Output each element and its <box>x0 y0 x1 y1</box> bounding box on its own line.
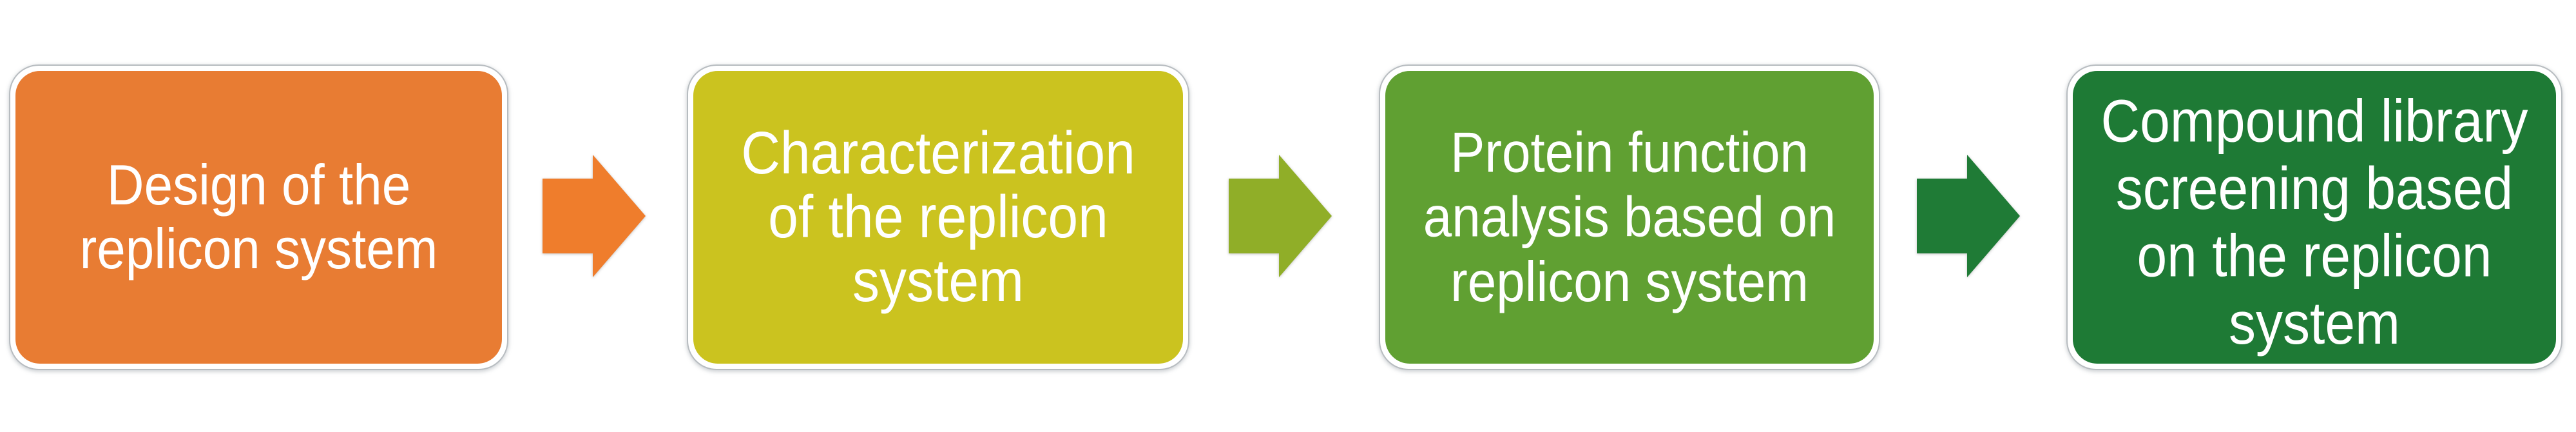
step-box-characterization: Characterization of the replicon system <box>687 64 1189 370</box>
right-arrow-shape-1 <box>543 155 646 277</box>
step-box-protein-function-fill: Protein function analysis based on repli… <box>1385 71 1874 364</box>
step-box-characterization-fill: Characterization of the replicon system <box>693 71 1183 364</box>
step-box-protein-function-label: Protein function analysis based on repli… <box>1423 121 1836 314</box>
step-box-characterization-label: Characterization of the replicon system <box>741 119 1135 314</box>
right-arrow-icon <box>1229 155 1332 277</box>
right-arrow-icon <box>1917 155 2020 277</box>
right-arrow-shape-3 <box>1917 155 2020 277</box>
right-arrow-icon <box>543 155 646 277</box>
step-box-compound-screening-label: Compound library screening based on the … <box>2100 87 2528 357</box>
step-box-design-label: Design of the replicon system <box>79 153 438 280</box>
right-arrow-shape-2 <box>1229 155 1332 277</box>
step-box-design-fill: Design of the replicon system <box>15 71 502 364</box>
step-box-design: Design of the replicon system <box>9 64 508 370</box>
step-box-compound-screening: Compound library screening based on the … <box>2066 64 2562 370</box>
step-box-compound-screening-fill: Compound library screening based on the … <box>2073 71 2556 364</box>
step-box-protein-function: Protein function analysis based on repli… <box>1379 64 1880 370</box>
